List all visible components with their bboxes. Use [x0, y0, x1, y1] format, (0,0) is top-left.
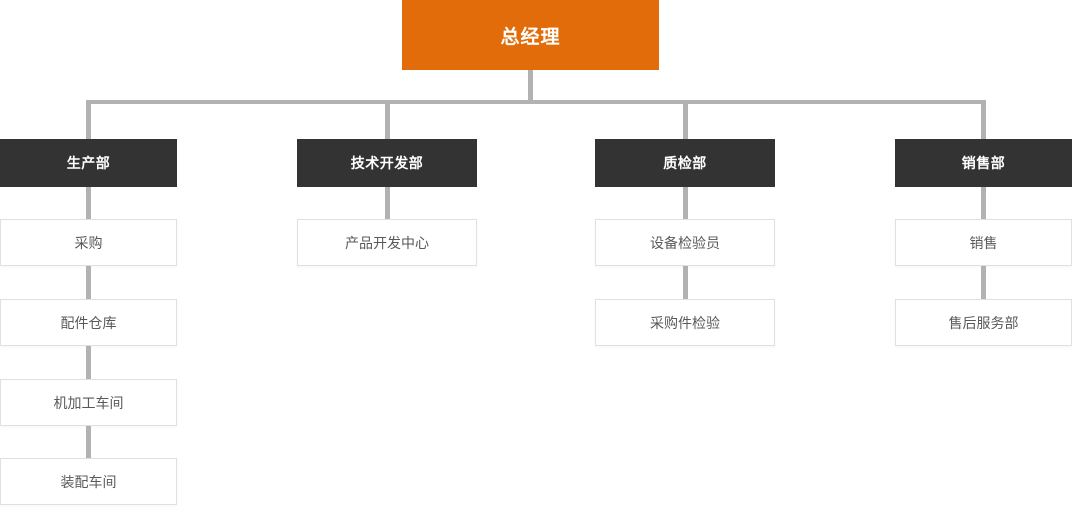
child-node: 销售: [895, 219, 1072, 266]
dept-node: 质检部: [595, 139, 775, 187]
child-node: 机加工车间: [0, 379, 177, 426]
child-connector: [86, 186, 91, 220]
dept-node: 销售部: [895, 139, 1072, 187]
dept-node: 生产部: [0, 139, 177, 187]
child-connector: [683, 186, 688, 220]
dept-drop-connector: [86, 100, 91, 140]
child-node: 采购: [0, 219, 177, 266]
child-node: 配件仓库: [0, 299, 177, 346]
child-node: 采购件检验: [595, 299, 775, 346]
child-connector: [683, 265, 688, 300]
dept-drop-connector: [981, 100, 986, 140]
horizontal-connector: [86, 100, 986, 104]
child-connector: [86, 265, 91, 300]
child-node: 设备检验员: [595, 219, 775, 266]
child-connector: [86, 345, 91, 380]
child-connector: [86, 425, 91, 459]
dept-drop-connector: [683, 100, 688, 140]
child-connector: [385, 186, 390, 220]
child-node: 售后服务部: [895, 299, 1072, 346]
child-connector: [981, 265, 986, 300]
child-node: 产品开发中心: [297, 219, 477, 266]
child-connector: [981, 186, 986, 220]
child-node: 装配车间: [0, 458, 177, 505]
dept-node: 技术开发部: [297, 139, 477, 187]
root-connector: [528, 70, 533, 104]
dept-drop-connector: [385, 100, 390, 140]
root-node-general-manager: 总经理: [402, 0, 659, 70]
